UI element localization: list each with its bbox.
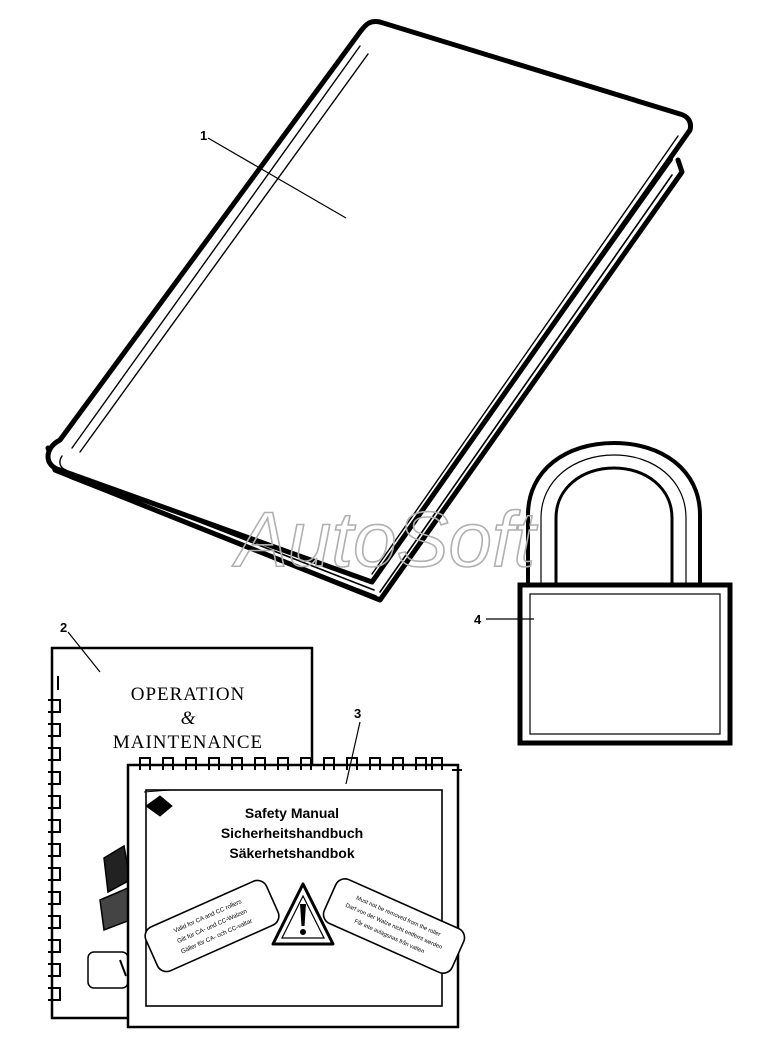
dynapac-logo-icon <box>143 789 173 817</box>
leader-line-2 <box>67 631 101 673</box>
padlock-body <box>517 582 733 746</box>
callout-number-2: 2 <box>60 620 67 635</box>
hardcover-book <box>45 19 693 603</box>
safety-title-de: Sicherheitshandbuch <box>221 825 363 841</box>
leader-line-1 <box>207 137 347 219</box>
om-spiral-binding <box>48 676 61 1001</box>
safety-manual: Safety Manual Sicherheitshandbuch Säkerh… <box>126 757 466 1029</box>
callout-2: 2 <box>60 620 101 673</box>
safety-manual-inner-frame <box>145 789 443 1007</box>
safety-spiral-binding <box>139 757 462 771</box>
autosoft-watermark: AutoSoft <box>232 495 539 583</box>
padlock-shackle-inner <box>554 466 674 588</box>
warning-triangle-icon <box>271 882 335 946</box>
om-title-line2: & <box>181 708 196 729</box>
safety-manual-cover <box>126 763 460 1029</box>
book-spine-lines <box>59 45 369 471</box>
padlock <box>517 440 733 746</box>
safety-title-sv: Säkerhetshandbok <box>229 845 354 861</box>
leader-line-3 <box>345 721 361 785</box>
callout-number-4: 4 <box>474 612 482 627</box>
safety-title-en: Safety Manual <box>245 805 339 821</box>
callout-3: 3 <box>345 706 361 785</box>
om-title-line1: OPERATION <box>131 684 246 705</box>
callout-4: 4 <box>474 612 534 627</box>
book-front-cover <box>45 19 693 585</box>
book-cover-edge <box>371 135 679 575</box>
callout-number-1: 1 <box>200 128 207 143</box>
padlock-shackle <box>526 440 702 588</box>
callout-1: 1 <box>200 128 347 219</box>
callout-number-3: 3 <box>354 706 361 721</box>
om-title-line3: MAINTENANCE <box>113 732 263 753</box>
